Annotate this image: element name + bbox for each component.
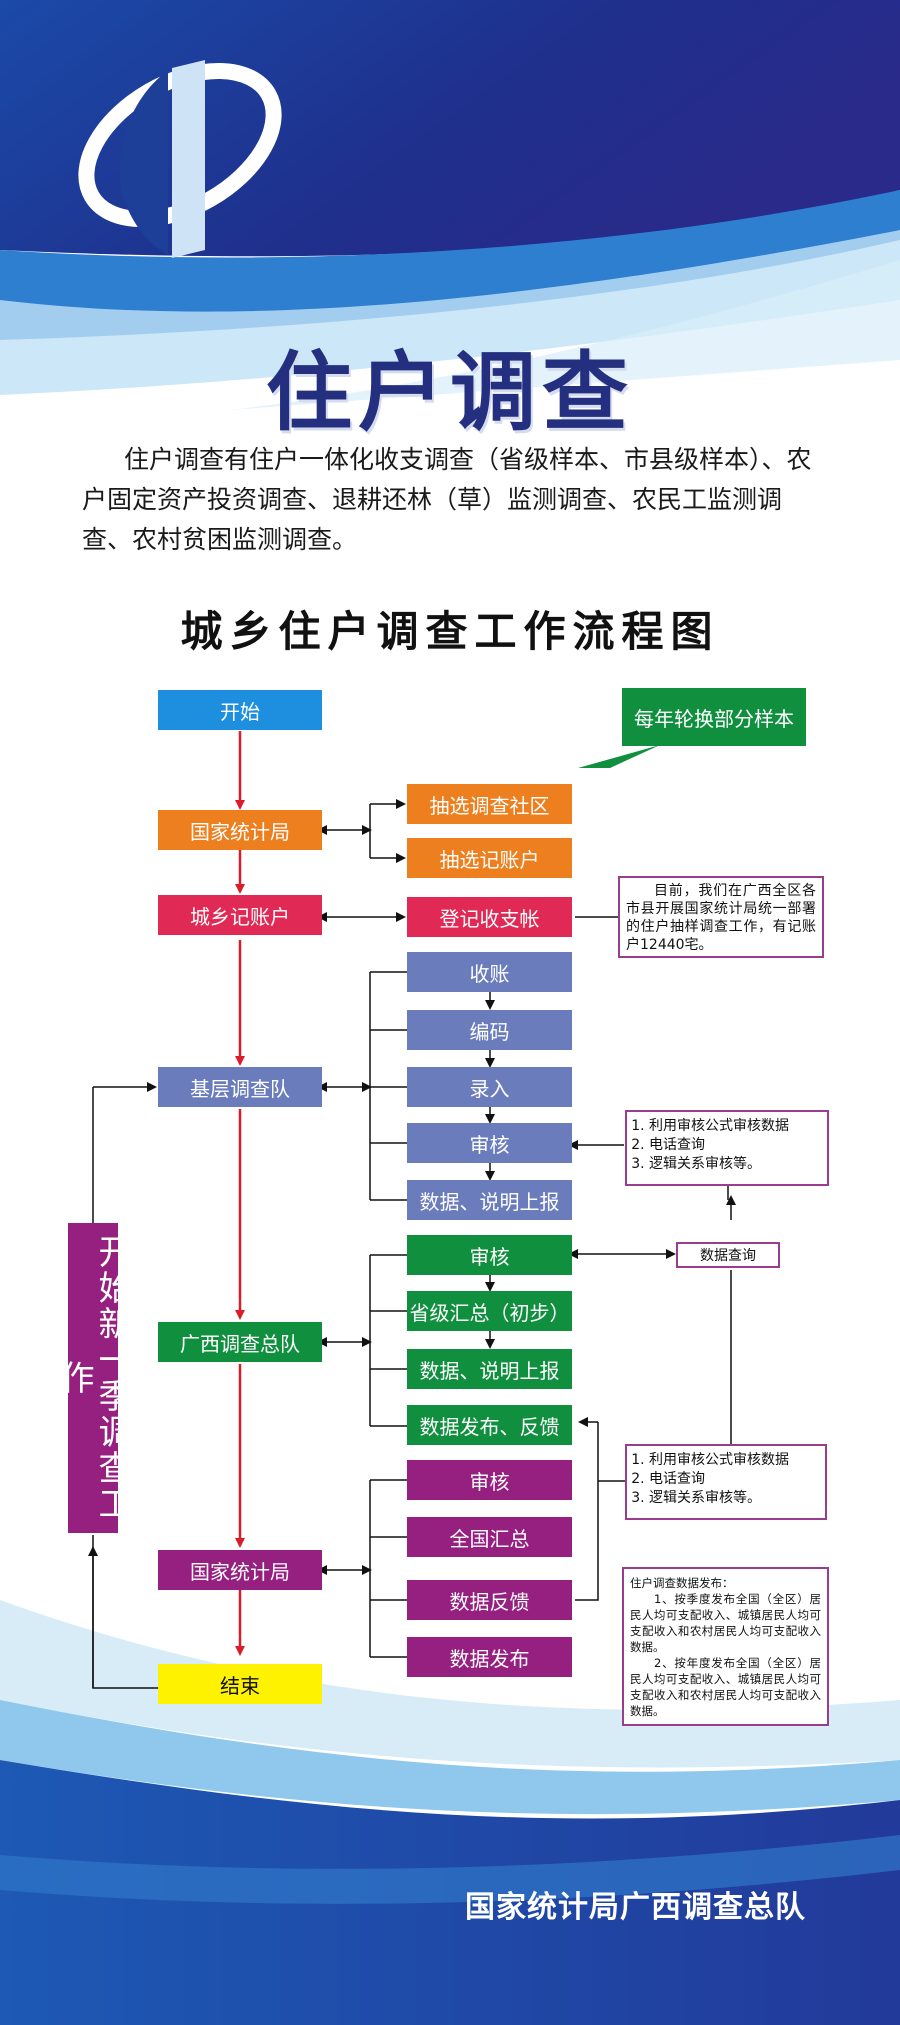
rotation-callout: 每年轮换部分样本	[622, 688, 806, 746]
review-method-item: 利用审核公式审核数据	[649, 1451, 821, 1470]
review-method-item: 电话查询	[649, 1470, 821, 1489]
review-method-item: 逻辑关系审核等。	[649, 1489, 821, 1508]
sample-info-note: 目前，我们在广西全区各市县开展国家统计局统一部署的住户抽样调查工作，有记账户12…	[618, 876, 824, 958]
poster-title: 住户调查	[266, 343, 634, 443]
review-node-3: 审核	[407, 1460, 572, 1500]
intro-paragraph: 住户调查有住户一体化收支调查（省级样本、市县级样本）、农户固定资产投资调查、退耕…	[82, 445, 812, 554]
encode-node: 编码	[407, 1010, 572, 1050]
data-query-box: 数据查询	[676, 1242, 780, 1268]
report-node-1: 数据、说明上报	[407, 1180, 572, 1220]
nbs-node-2: 国家统计局	[158, 1550, 322, 1590]
flowchart-title: 城乡住户调查工作流程图	[180, 607, 720, 656]
select-community-node: 抽选调查社区	[407, 784, 572, 824]
collect-node: 收账	[407, 952, 572, 992]
review-method-item: 利用审核公式审核数据	[649, 1117, 823, 1136]
nbs-node-1: 国家统计局	[158, 810, 322, 850]
review-methods-note-1: 利用审核公式审核数据 电话查询 逻辑关系审核等。	[625, 1110, 829, 1186]
data-release-item: 1、按季度发布全国（全区）居民人均可支配收入、城镇居民人均可支配收入和农村居民人…	[630, 1592, 821, 1654]
start-node: 开始	[158, 690, 322, 730]
urban-rural-node: 城乡记账户	[158, 895, 322, 935]
publish-feedback-node: 数据发布、反馈	[407, 1405, 572, 1445]
logo-icon	[78, 60, 282, 258]
data-feedback-node: 数据反馈	[407, 1580, 572, 1620]
grassroots-team-node: 基层调查队	[158, 1067, 322, 1107]
review-method-item: 逻辑关系审核等。	[649, 1155, 823, 1174]
review-node-1: 审核	[407, 1123, 572, 1163]
review-node-2: 审核	[407, 1235, 572, 1275]
new-season-bar: 开始新一季调查工作	[54, 1223, 132, 1533]
input-node: 录入	[407, 1067, 572, 1107]
end-node: 结束	[158, 1664, 322, 1704]
provincial-summary-node: 省级汇总（初步）	[407, 1291, 572, 1331]
select-households-node: 抽选记账户	[407, 838, 572, 878]
gx-team-node: 广西调查总队	[158, 1322, 322, 1362]
review-method-item: 电话查询	[649, 1136, 823, 1155]
data-release-item: 2、按年度发布全国（全区）居民人均可支配收入、城镇居民人均可支配收入和农村居民人…	[630, 1656, 821, 1718]
data-release-title: 住户调查数据发布：	[630, 1576, 734, 1590]
register-node: 登记收支帐	[407, 897, 572, 937]
new-season-label: 开始新一季调查工作	[54, 1234, 132, 1522]
footer-organization: 国家统计局广西调查总队	[465, 1890, 806, 1925]
report-node-2: 数据、说明上报	[407, 1349, 572, 1389]
data-publish-node: 数据发布	[407, 1637, 572, 1677]
data-release-note: 住户调查数据发布： 1、按季度发布全国（全区）居民人均可支配收入、城镇居民人均可…	[622, 1567, 829, 1726]
review-methods-note-2: 利用审核公式审核数据 电话查询 逻辑关系审核等。	[625, 1444, 827, 1520]
national-summary-node: 全国汇总	[407, 1517, 572, 1557]
